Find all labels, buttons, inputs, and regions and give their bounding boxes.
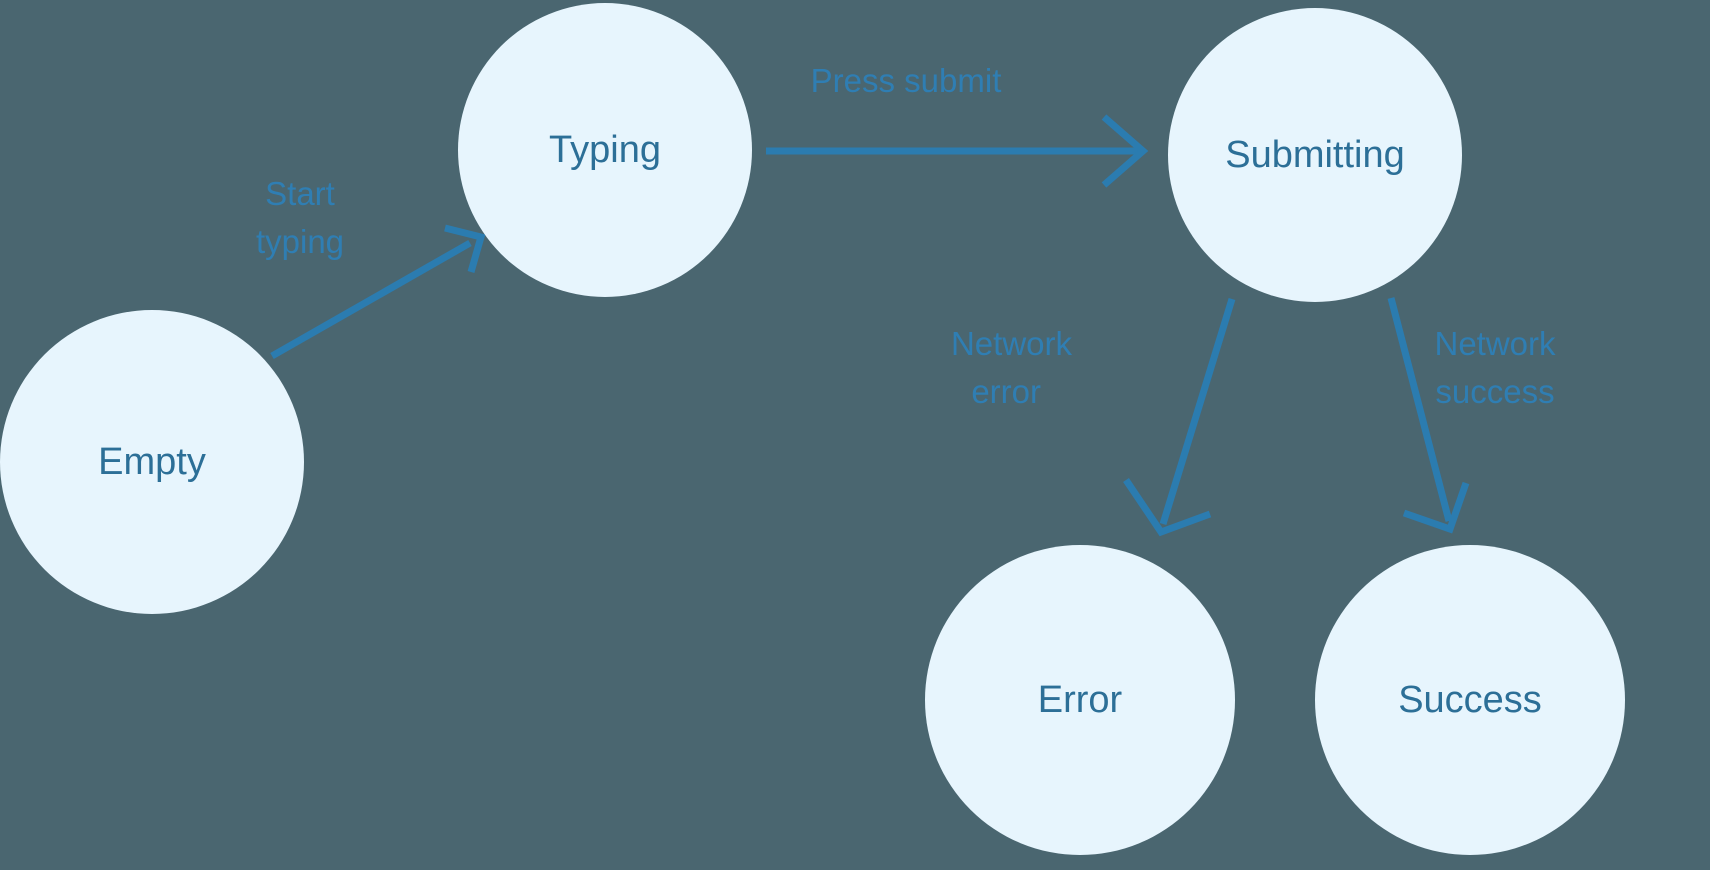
node-submitting[interactable]: Submitting (1168, 8, 1462, 302)
edge-label-network-success-line1: Network (1434, 325, 1556, 362)
edge-submitting-to-error-line (1159, 297, 1236, 526)
node-empty-circle (0, 310, 304, 614)
edge-label-start-typing-line1: Start (265, 175, 335, 212)
edge-label-network-error-line2: error (971, 373, 1041, 410)
edge-empty-to-typing-line (270, 239, 472, 360)
node-typing-circle (458, 3, 752, 297)
edge-empty-to-typing-arrowhead (444, 224, 486, 273)
edge-submitting-to-success-line (1387, 297, 1453, 522)
edge-submitting-to-error-arrowhead (1123, 478, 1212, 537)
node-empty-label: Empty (98, 441, 206, 483)
edge-submitting-to-success[interactable]: Network success (1387, 297, 1556, 534)
node-typing-label: Typing (549, 129, 661, 171)
node-error[interactable]: Error (925, 545, 1235, 855)
edge-label-press-submit: Press submit (811, 62, 1002, 99)
edge-empty-to-typing[interactable]: Start typing (256, 175, 486, 360)
edge-typing-to-submitting-arrowhead (1101, 114, 1149, 188)
edge-submitting-to-error[interactable]: Network error (951, 297, 1236, 537)
node-error-label: Error (1038, 679, 1123, 721)
node-error-circle (925, 545, 1235, 855)
edge-label-start-typing-line2: typing (256, 223, 344, 260)
node-success-label: Success (1398, 679, 1542, 721)
node-submitting-circle (1168, 8, 1462, 302)
edge-label-network-success-line2: success (1435, 373, 1554, 410)
node-success[interactable]: Success (1315, 545, 1625, 855)
node-success-circle (1315, 545, 1625, 855)
node-submitting-label: Submitting (1225, 134, 1405, 176)
edge-typing-to-submitting[interactable]: Press submit (766, 62, 1149, 188)
edge-label-network-error-line1: Network (951, 325, 1073, 362)
edge-submitting-to-success-arrowhead (1402, 481, 1470, 534)
node-typing[interactable]: Typing (458, 3, 752, 297)
node-empty[interactable]: Empty (0, 310, 304, 614)
